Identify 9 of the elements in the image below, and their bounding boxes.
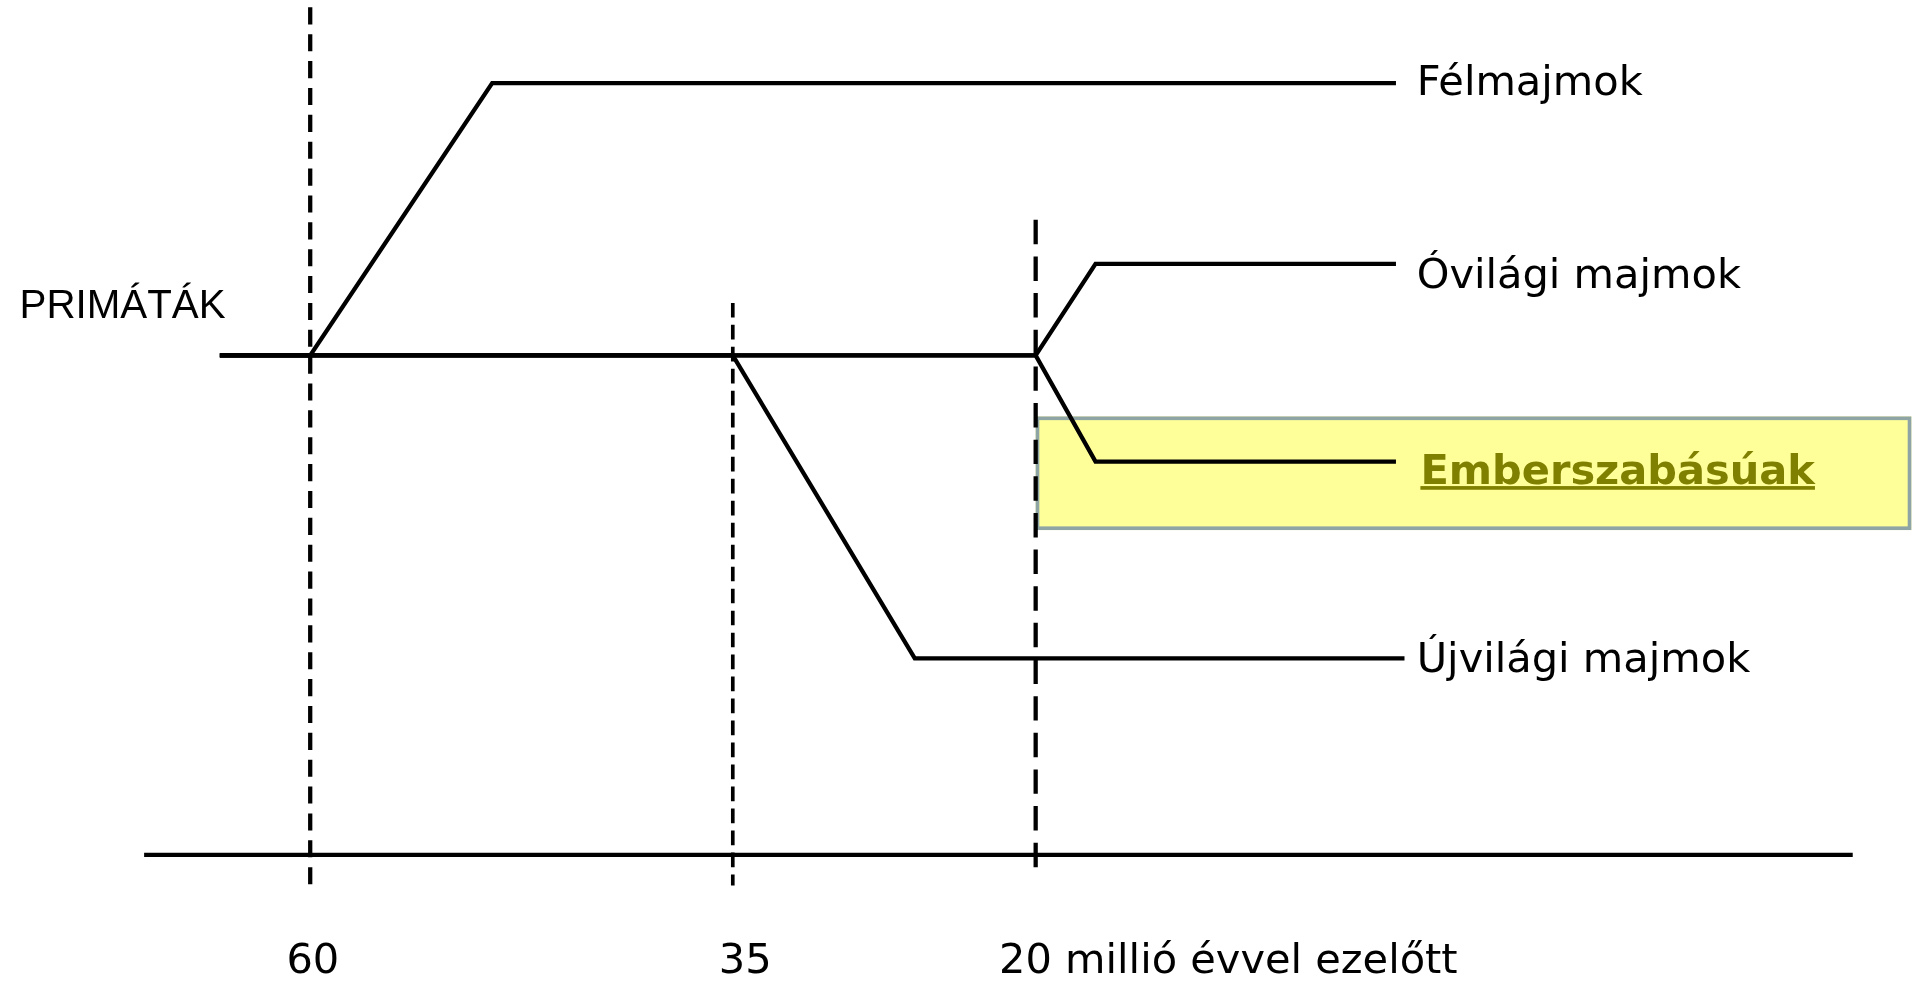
branch-line — [219, 353, 1405, 661]
highlight-box — [1035, 416, 1912, 531]
axis-label: 60 — [286, 937, 340, 980]
branch-label: Óvilági majmok — [1416, 252, 1741, 295]
branch-label: Emberszabásúak — [1420, 448, 1815, 490]
axis-label: 35 — [718, 937, 772, 980]
branch-label: Félmajmok — [1416, 59, 1643, 102]
root-label: PRIMÁTÁK — [19, 283, 226, 324]
axis-label: 20 millió évvel ezelőtt — [999, 937, 1458, 980]
